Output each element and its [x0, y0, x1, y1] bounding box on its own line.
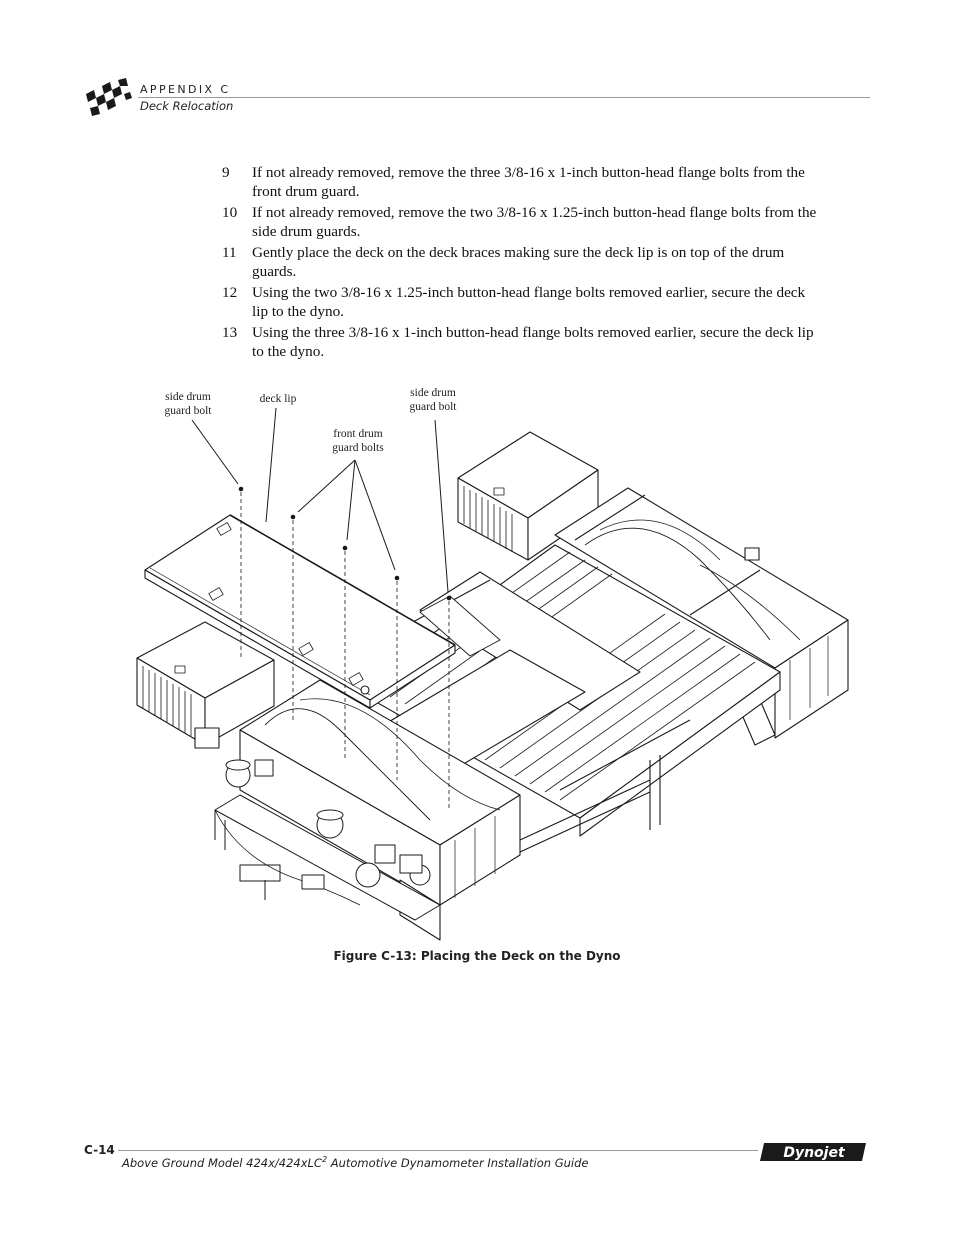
step-number: 9 [222, 164, 230, 181]
callout-line: side drum [165, 391, 211, 403]
bolts [238, 486, 452, 601]
title-prefix: Above Ground Model 424x/424xLC [122, 1155, 322, 1170]
title-suffix: Automotive Dynamometer Installation Guid… [327, 1155, 589, 1170]
callout-line: guard bolt [164, 405, 212, 417]
callout-leaders [191, 407, 449, 593]
checkered-flag-logo [86, 78, 132, 116]
figure-caption: Figure C-13: Placing the Deck on the Dyn… [333, 949, 621, 963]
alignment-lines [240, 492, 450, 810]
front-power-module [136, 621, 275, 749]
callout-side-drum-guard-bolt-left: side drum guard bolt [155, 390, 221, 418]
back-power-module [457, 431, 599, 561]
step-text: If not already removed, remove the two 3… [252, 204, 817, 240]
brake-plumbing-assembly [214, 759, 441, 921]
step-number: 12 [222, 284, 238, 301]
step-11: 11 Gently place the deck on the deck bra… [222, 243, 822, 281]
header-divider [138, 97, 870, 98]
step-number: 13 [222, 324, 238, 341]
callout-front-drum-guard-bolts: front drum guard bolts [322, 427, 394, 455]
dynojet-logo: Dynojet [760, 1143, 866, 1161]
step-13: 13 Using the three 3/8-16 x 1-inch butto… [222, 323, 822, 361]
step-number: 11 [222, 244, 237, 261]
section-title: Deck Relocation [140, 99, 234, 113]
deck-panel [144, 514, 456, 709]
svg-text:Dynojet: Dynojet [783, 1145, 846, 1161]
document-title: Above Ground Model 424x/424xLC2 Automoti… [122, 1155, 588, 1170]
step-12: 12 Using the two 3/8-16 x 1.25-inch butt… [222, 283, 822, 321]
title-superscript: 2 [321, 1155, 328, 1164]
dyno-deck-diagram [136, 407, 849, 941]
step-10: 10 If not already removed, remove the tw… [222, 203, 822, 241]
page-number: C-14 [84, 1143, 115, 1157]
callout-side-drum-guard-bolt-right: side drum guard bolt [400, 386, 466, 414]
footer-divider [118, 1150, 758, 1151]
callout-deck-lip: deck lip [259, 393, 297, 405]
instruction-steps: 9 If not already removed, remove the thr… [222, 163, 822, 363]
cross-member [419, 595, 501, 657]
callout-line: guard bolts [332, 442, 384, 454]
callout-line: guard bolt [409, 401, 457, 413]
callout-line: side drum [410, 387, 456, 399]
step-text: Using the three 3/8-16 x 1-inch button-h… [252, 324, 814, 360]
appendix-label: APPENDIX C [140, 83, 231, 96]
logo-text: Dynojet [783, 1145, 846, 1161]
step-text: Using the two 3/8-16 x 1.25-inch button-… [252, 284, 806, 320]
callout-line: front drum [333, 428, 383, 440]
step-number: 10 [222, 204, 238, 221]
step-text: Gently place the deck on the deck braces… [252, 244, 785, 280]
step-text: If not already removed, remove the three… [252, 164, 805, 200]
step-9: 9 If not already removed, remove the thr… [222, 163, 822, 201]
